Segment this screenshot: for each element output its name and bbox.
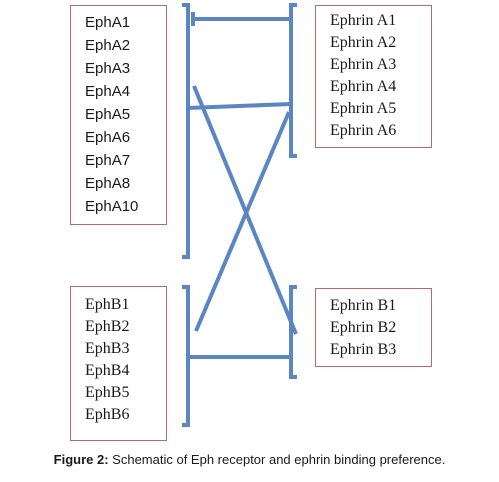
ephb-receptor-item: EphB5: [85, 384, 130, 401]
ephrin-b-group-bracket: [289, 285, 297, 379]
ephrin-a-ligand-item: Ephrin A2: [330, 34, 397, 51]
epha-receptor-item: EphA4: [85, 83, 131, 100]
epha-receptor-item: EphA10: [85, 198, 139, 215]
epha-receptor-item: EphA3: [85, 60, 131, 77]
figure-caption: Figure 2: Schematic of Eph receptor and …: [0, 452, 499, 467]
ephrin-a-ligand-item: Ephrin A1: [330, 12, 397, 29]
ephb-receptor-item: EphB1: [85, 296, 130, 313]
ephrin-b-ligand-item: Ephrin B1: [330, 297, 397, 314]
ephrin-a-ligand-list: Ephrin A1 Ephrin A2 Ephrin A3 Ephrin A4 …: [330, 10, 431, 142]
ephb-receptor-item: EphB2: [85, 318, 130, 335]
ephrin-a-ligand-item: Ephrin A5: [330, 100, 397, 117]
epha-ephrin-a-binding-line: [187, 102, 292, 110]
ephrin-a-ligand-item: Ephrin A4: [330, 78, 397, 95]
epha4-ephrin-b-cross-line: [192, 85, 298, 335]
ephb-group-bracket: [182, 285, 190, 427]
ephrin-a-ligand-box: Ephrin A1 Ephrin A2 Ephrin A3 Ephrin A4 …: [315, 5, 432, 148]
epha-receptor-item: EphA5: [85, 106, 131, 123]
epha-receptor-box: EphA1 EphA2 EphA3 EphA4 EphA5 EphA6 EphA…: [70, 5, 167, 225]
ephb-receptor-box: EphB1 EphB2 EphB3 EphB4 EphB5 EphB6: [70, 286, 167, 441]
epha-receptor-list: EphA1 EphA2 EphA3 EphA4 EphA5 EphA6 EphA…: [85, 11, 166, 218]
ephb-receptor-item: EphB4: [85, 362, 130, 379]
ephrin-a5-ephb-cross-line: [194, 111, 291, 332]
epha-receptor-item: EphA2: [85, 37, 131, 54]
ephb-receptor-item: EphB3: [85, 340, 130, 357]
epha-receptor-item: EphA8: [85, 175, 131, 192]
ephrin-a-ligand-item: Ephrin A6: [330, 122, 397, 139]
figure-caption-text: Schematic of Eph receptor and ephrin bin…: [108, 452, 446, 467]
ephb-receptor-item: EphB6: [85, 406, 130, 423]
epha-group-bracket: [182, 3, 190, 259]
ephrin-b-ligand-item: Ephrin B3: [330, 341, 397, 358]
ephrin-b-ligand-item: Ephrin B2: [330, 319, 397, 336]
ephrin-a-ligand-item: Ephrin A3: [330, 56, 397, 73]
ephb-receptor-list: EphB1 EphB2 EphB3 EphB4 EphB5 EphB6: [85, 294, 166, 426]
figure-caption-label: Figure 2:: [53, 452, 109, 467]
epha-receptor-item: EphA6: [85, 129, 131, 146]
ephrin-b-ligand-box: Ephrin B1 Ephrin B2 Ephrin B3: [315, 288, 432, 367]
epha-receptor-item: EphA1: [85, 14, 131, 31]
ephrin-a-group-bracket: [289, 3, 297, 158]
epha-receptor-item: EphA7: [85, 152, 131, 169]
ephrin-b-ligand-list: Ephrin B1 Ephrin B2 Ephrin B3: [330, 295, 431, 361]
